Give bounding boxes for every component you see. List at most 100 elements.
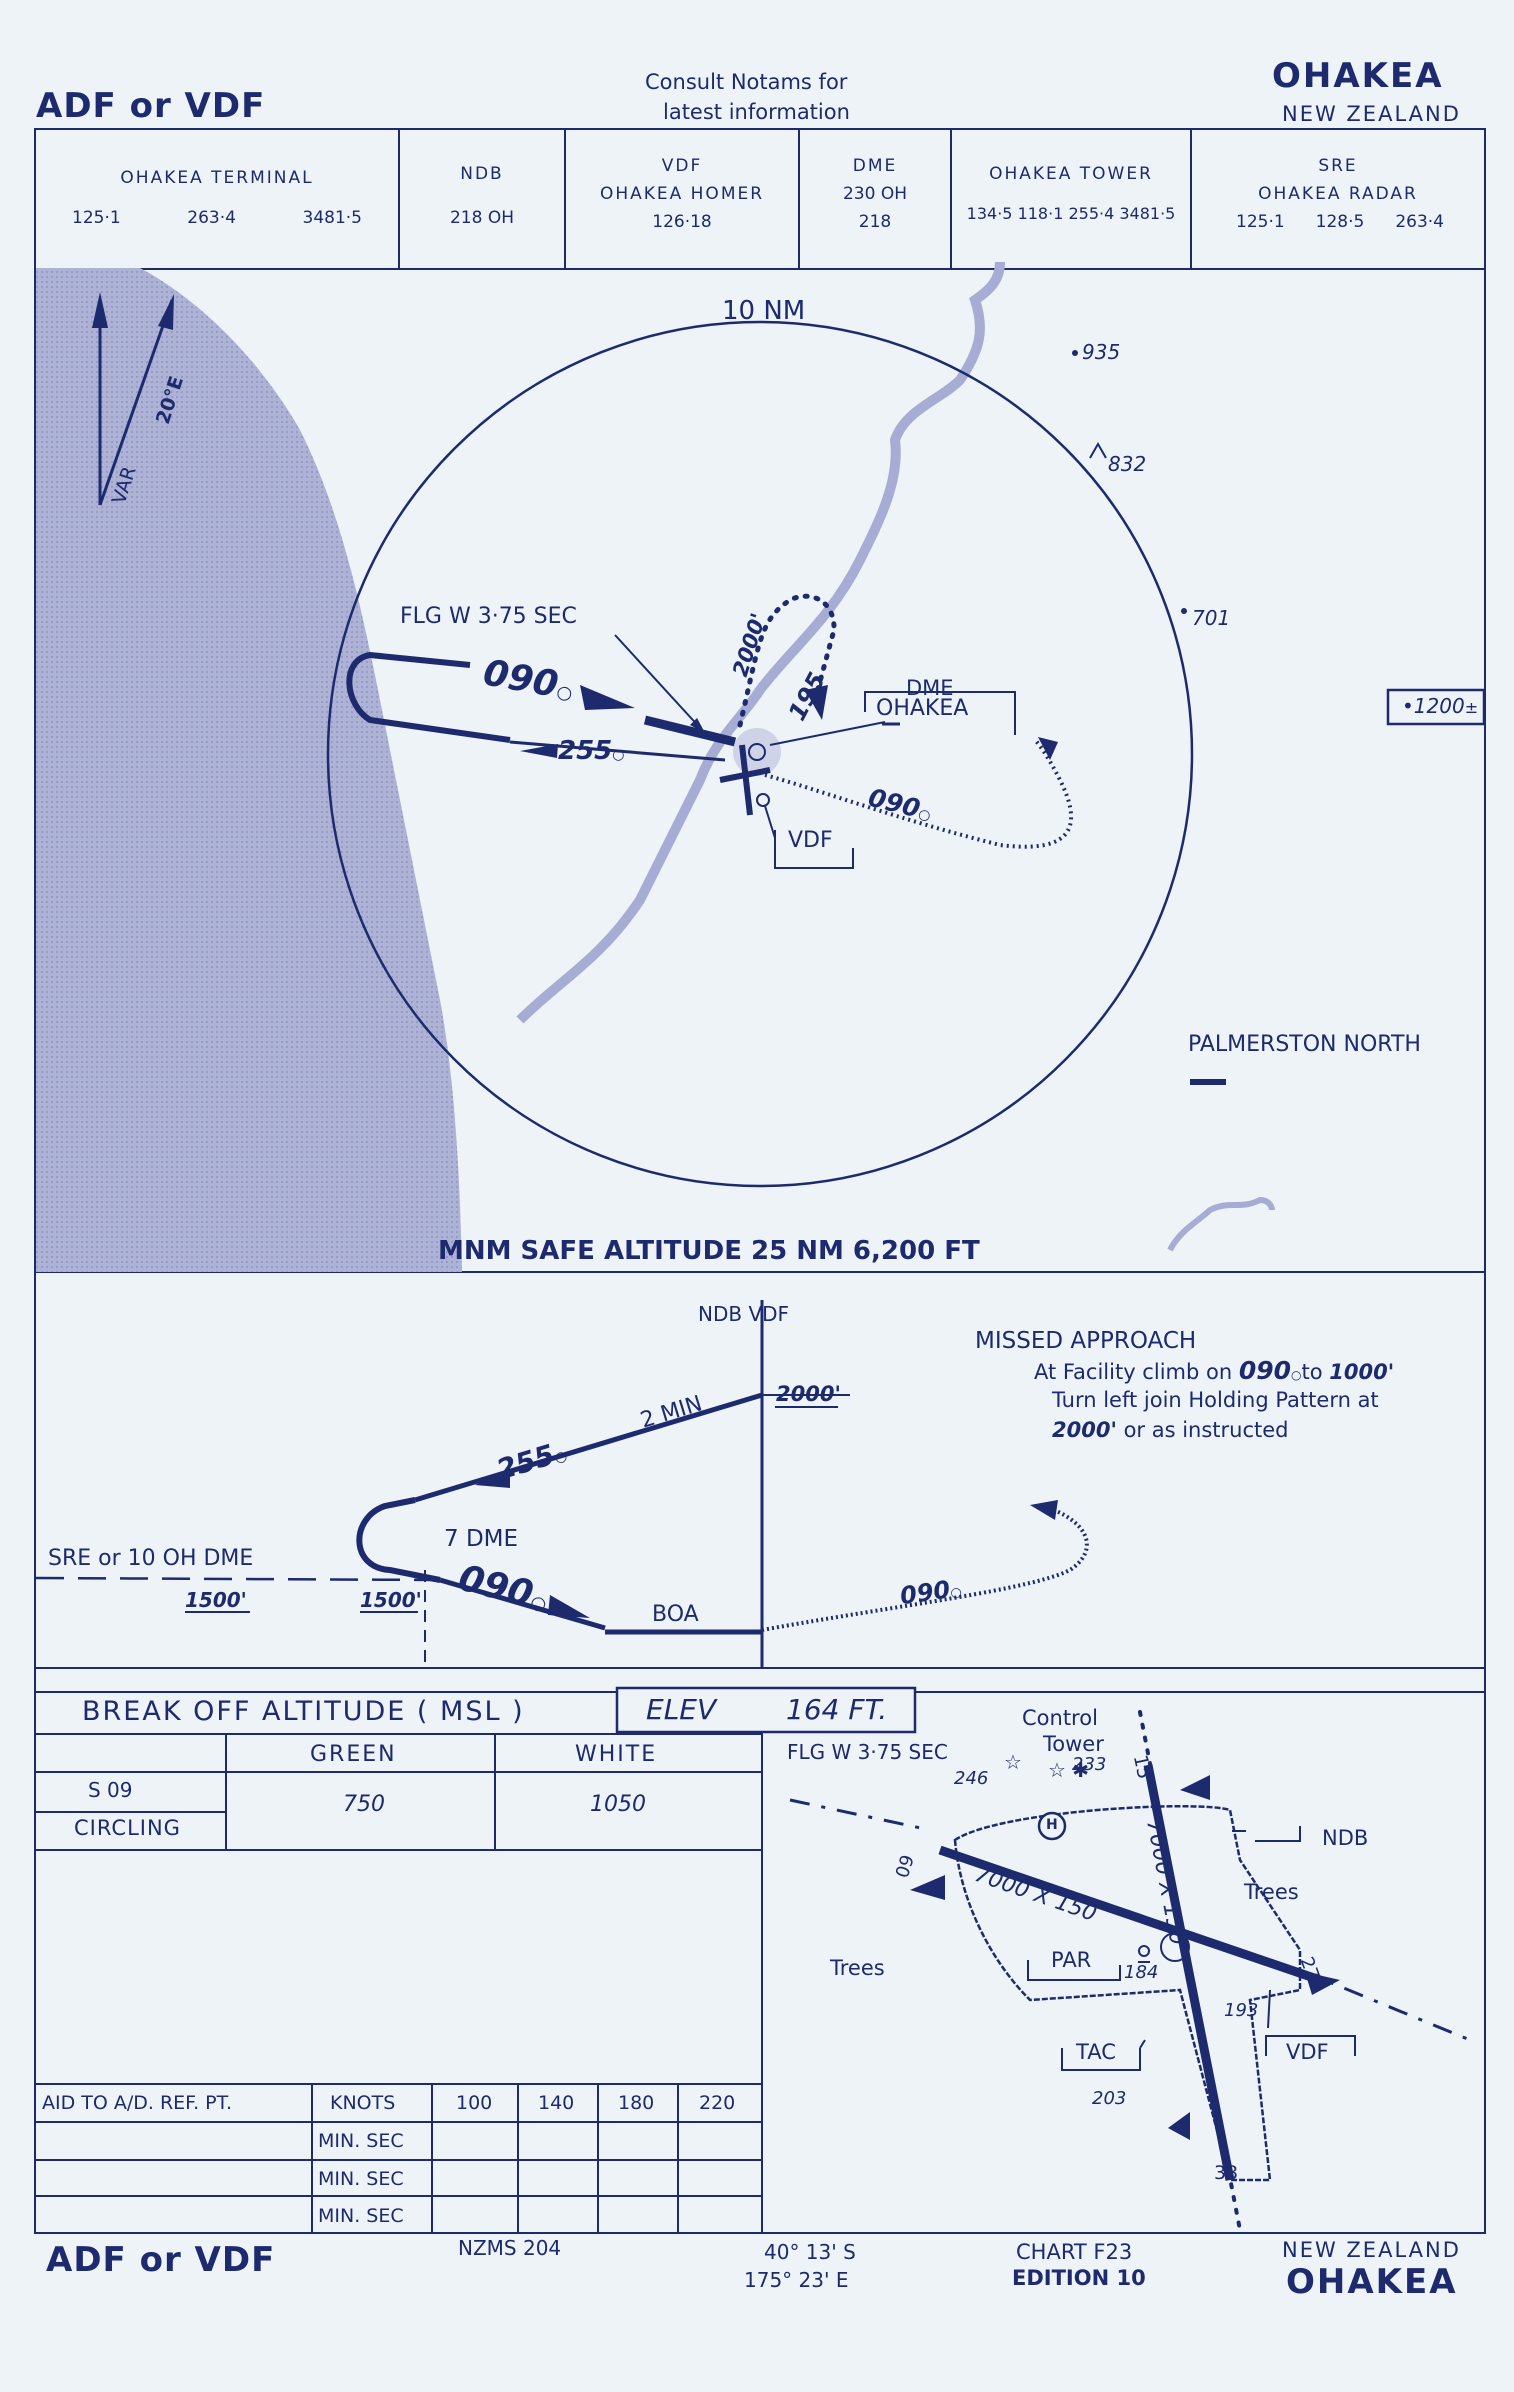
chart-edition: EDITION 10 (1012, 2266, 1146, 2290)
timing-row: MIN. SEC (318, 2130, 404, 2152)
column-green: GREEN (310, 1742, 397, 1767)
trees-label-east: Trees (1244, 1880, 1299, 1904)
freq-cell-sre: SRE OHAKEA RADAR 125·1 128·5 263·4 (1192, 130, 1484, 268)
footer-aerodrome-name: OHAKEA (1286, 2262, 1458, 2302)
tacan-label: TAC (1076, 2040, 1116, 2064)
freq-subtitle: OHAKEA RADAR (1258, 184, 1418, 204)
vdf-site-label: VDF (1286, 2040, 1329, 2064)
freq-value: 218 OH (449, 208, 514, 228)
freq-title: NDB (460, 164, 504, 184)
freq-title: DME (852, 156, 898, 176)
freq-subtitle: 230 OH (842, 184, 907, 204)
sea-area (36, 268, 462, 1272)
profile-dme-fix: 7 DME (444, 1526, 519, 1552)
par-label: PAR (1051, 1948, 1092, 1972)
profile-altitude-1500: 1500' (185, 1588, 247, 1612)
notice-line-1: Consult Notams for (645, 70, 848, 94)
freq-value: 3481·5 (302, 208, 362, 228)
missed-approach-line-2: Turn left join Holding Pattern at (1052, 1388, 1379, 1412)
minima-white-value: 1050 (590, 1792, 646, 1817)
freq-value: 126·18 (652, 212, 712, 232)
row-straight-in: S 09 (88, 1778, 133, 1802)
timing-speed: 100 (456, 2092, 493, 2114)
profile-altitude-1500-fix: 1500' (360, 1588, 422, 1612)
profile-facility: NDB VDF (698, 1302, 790, 1326)
footer-procedure-title: ADF or VDF (46, 2240, 276, 2280)
freq-title: VDF (661, 156, 703, 176)
freq-value: 134·5 118·1 255·4 3481·5 (966, 204, 1176, 223)
aerodrome-beacon-label: FLG W 3·75 SEC (787, 1740, 948, 1764)
heliport-icon: H (1046, 1817, 1058, 1833)
river (516, 261, 1005, 1024)
freq-value: 125·1 (72, 208, 121, 228)
freq-title: OHAKEA TERMINAL (120, 168, 314, 188)
footer-country: NEW ZEALAND (1282, 2238, 1461, 2262)
elevation-label: ELEV (646, 1693, 717, 1726)
freq-value: 218 (858, 212, 892, 232)
header-aerodrome-name: OHAKEA (1272, 56, 1444, 96)
ten-nm-ring (326, 320, 1194, 1188)
longitude: 175° 23' E (744, 2268, 849, 2292)
freq-cell-vdf: VDF OHAKEA HOMER 126·18 (566, 130, 800, 268)
freq-cell-ndb: NDB 218 OH (400, 130, 566, 268)
taxiway (953, 1805, 1302, 2182)
timing-row: MIN. SEC (318, 2205, 404, 2227)
boxed-elevation: •1200± (1402, 694, 1479, 718)
vdf-label: VDF (788, 828, 833, 853)
flg-label: FLG W 3·75 SEC (400, 604, 577, 629)
elevation-value: 164 FT. (786, 1693, 888, 1726)
missed-approach-title: MISSED APPROACH (975, 1328, 1197, 1354)
chart-number: CHART F23 (1016, 2240, 1133, 2264)
runway-09-27 (938, 1845, 1322, 1985)
freq-cell-tower: OHAKEA TOWER 134·5 118·1 255·4 3481·5 (952, 130, 1192, 268)
elevation-246: 246 (954, 1768, 989, 1789)
tower-symbols: ☆ ✱ (1048, 1758, 1090, 1782)
missed-approach-line-3: 2000' or as instructed (1052, 1418, 1289, 1442)
town-label: PALMERSTON NORTH (1188, 1032, 1421, 1057)
timing-speed: 180 (618, 2092, 655, 2114)
timing-speed: 140 (538, 2092, 575, 2114)
outbound-heading: 255○ (558, 736, 625, 766)
freq-title: OHAKEA TOWER (989, 164, 1153, 184)
elevation-193: 193 (1224, 2000, 1259, 2021)
freq-subtitle: OHAKEA HOMER (599, 184, 765, 204)
freq-title: SRE (1318, 156, 1358, 176)
freq-cell-dme: DME 230 OH 218 (800, 130, 952, 268)
ndb-label: NDB (1322, 1826, 1369, 1850)
elevation-233: 233 (1072, 1754, 1107, 1775)
freq-value: 125·1 (1236, 212, 1285, 232)
minima-title: BREAK OFF ALTITUDE ( MSL ) (82, 1696, 525, 1727)
header-country: NEW ZEALAND (1282, 102, 1461, 126)
chart-frame (34, 128, 1486, 2234)
freq-value: 263·4 (1395, 212, 1444, 232)
spot-height-701: 701 (1192, 606, 1231, 630)
timing-row: MIN. SEC (318, 2168, 404, 2190)
profile-sre-fix: SRE or 10 OH DME (48, 1546, 254, 1571)
minimum-safe-altitude: MNM SAFE ALTITUDE 25 NM 6,200 FT (438, 1236, 980, 1266)
spot-height-935: 935 (1082, 340, 1121, 364)
latitude: 40° 13' S (764, 2240, 856, 2264)
runway-15-33 (1143, 1764, 1235, 2181)
freq-value: 128·5 (1315, 212, 1365, 232)
header-procedure-title: ADF or VDF (36, 86, 266, 126)
map-series: NZMS 204 (458, 2236, 562, 2260)
holding-pattern (346, 651, 511, 743)
elevation-184: 184 (1124, 1962, 1159, 1983)
timing-label: AID TO A/D. REF. PT. (42, 2092, 232, 2114)
inbound-arrow (580, 685, 635, 710)
beacon-star-icon: ☆ (1004, 1750, 1022, 1774)
spot-height-832: 832 (1108, 452, 1147, 476)
frequency-row: OHAKEA TERMINAL 125·1 263·4 3481·5 NDB 2… (36, 130, 1484, 270)
freq-cell-terminal: OHAKEA TERMINAL 125·1 263·4 3481·5 (36, 130, 400, 268)
missed-approach-path (761, 1503, 1089, 1632)
timing-knots: KNOTS (330, 2092, 396, 2114)
minima-green-value: 750 (343, 1792, 385, 1817)
notice-line-2: latest information (663, 100, 850, 124)
ring-label: 10 NM (722, 296, 806, 326)
procedure-turn (356, 1497, 441, 1583)
timing-speed: 220 (699, 2092, 736, 2114)
dme-name: OHAKEA (876, 696, 969, 721)
freq-value: 263·4 (187, 208, 236, 228)
trees-label-west: Trees (830, 1956, 885, 1980)
